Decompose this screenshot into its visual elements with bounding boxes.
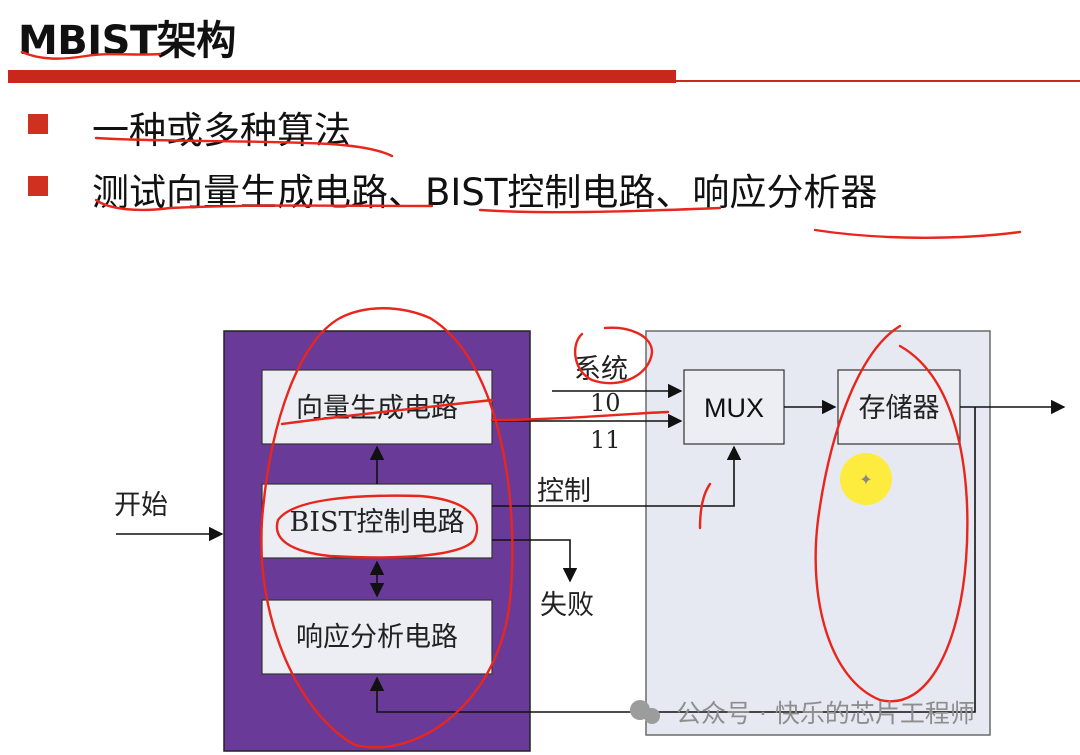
red-annotations (20, 50, 1022, 749)
cursor-highlight (840, 453, 892, 505)
fail-arrow (492, 539, 578, 583)
bullet-marker (28, 176, 48, 196)
title-underline-bar (8, 70, 676, 83)
mux-block (683, 369, 785, 445)
control-tick (698, 482, 712, 530)
control-label: 控制 (537, 476, 591, 507)
response-analyzer-label: 响应分析电路 (296, 622, 458, 653)
watermark: 公众号 · 快乐的芯片工程师 (630, 699, 975, 728)
bullet2-underline-b (478, 206, 722, 214)
bist-control-label: BIST控制电路 (289, 507, 464, 538)
bist-circle (260, 307, 514, 749)
mux-input-11-label: 11 (590, 426, 621, 454)
cursor-icon: ✦ (859, 470, 872, 489)
title-underline-line (676, 80, 1080, 82)
control-circle (275, 494, 479, 559)
bullet-marker (28, 114, 48, 134)
mux-input-10-label: 10 (590, 389, 621, 417)
system-circle (573, 326, 654, 385)
bullet1-underline (94, 136, 394, 158)
bullet2-underline-a (94, 198, 434, 212)
memory-label: 存储器 (859, 393, 940, 424)
vector-strike-2 (490, 410, 670, 422)
fail-label: 失败 (540, 590, 594, 621)
system-label: 系统 (574, 354, 628, 385)
memory-circle (814, 324, 969, 703)
vector-strike-1 (280, 398, 494, 426)
bullet2-underline-c (813, 228, 1022, 239)
mux-label: MUX (704, 393, 764, 423)
watermark-text: 公众号 · 快乐的芯片工程师 (676, 699, 975, 728)
mux-select-arrow (492, 445, 742, 507)
start-label: 开始 (114, 490, 168, 521)
response-analyzer-block (261, 599, 493, 675)
vector-gen-block (261, 369, 493, 445)
slide-title: MBIST架构 (18, 18, 236, 64)
bullet-item: 一种或多种算法 (92, 109, 351, 152)
feedback-arrow (369, 407, 976, 713)
title-underline-scribble (20, 50, 162, 60)
